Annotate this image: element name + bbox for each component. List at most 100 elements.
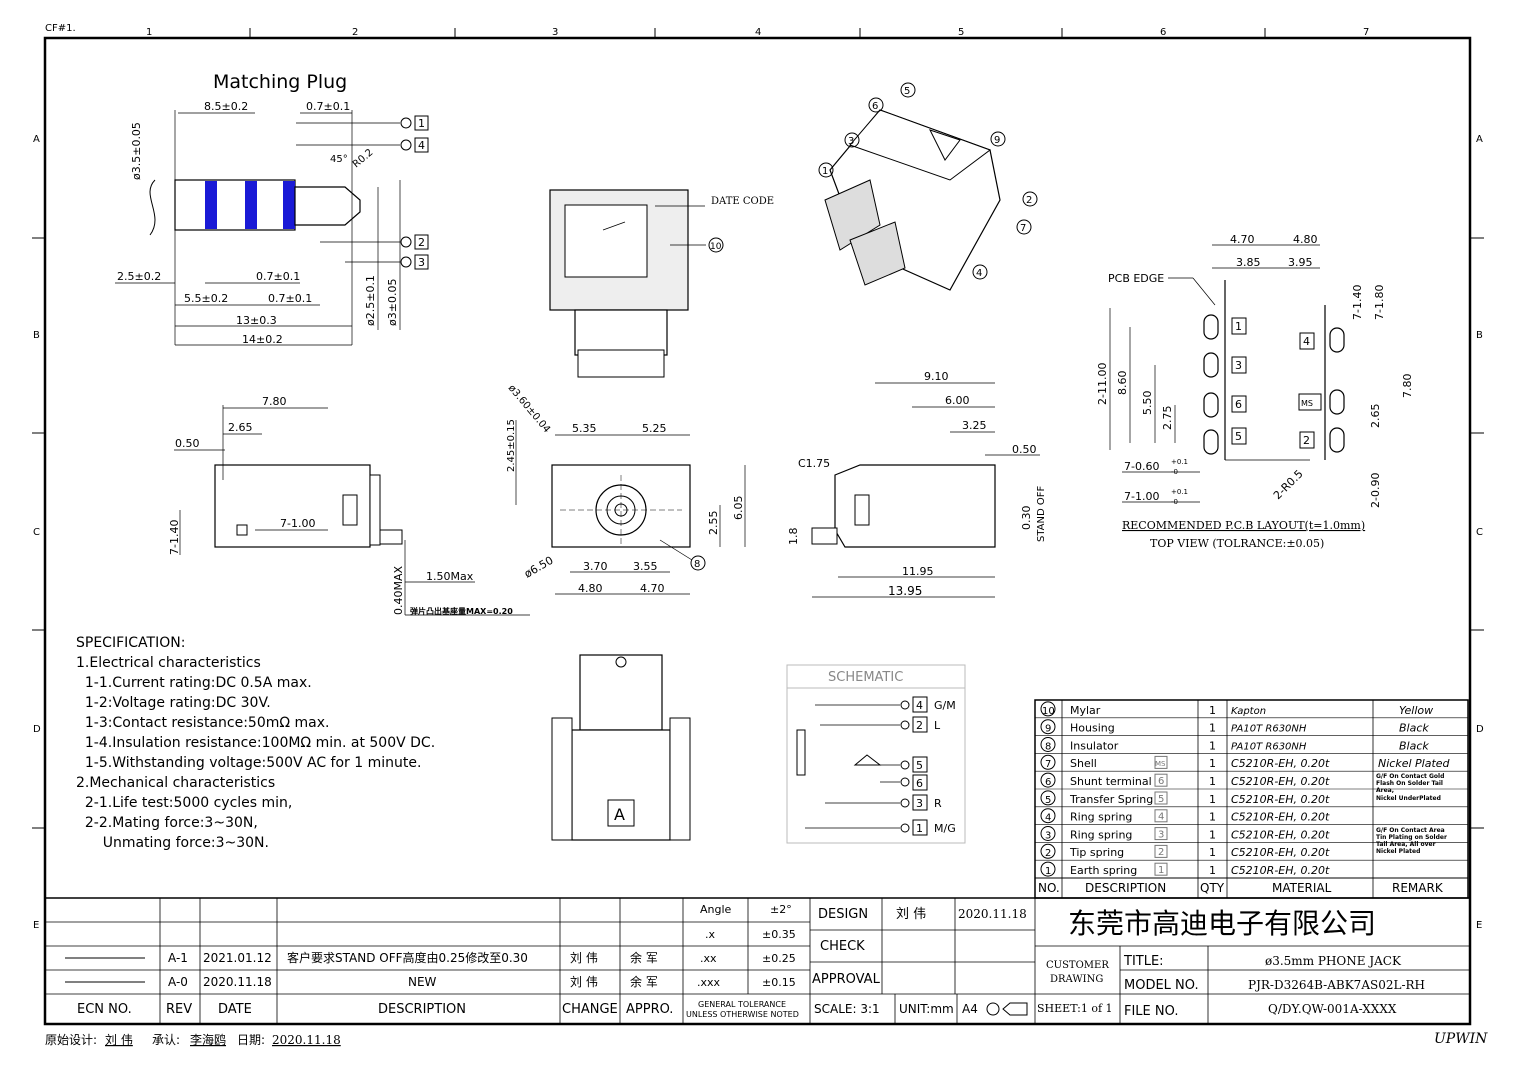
specification: SPECIFICATION: 1.Electrical characterist… xyxy=(76,635,435,851)
pin-label: 2 xyxy=(1303,434,1310,447)
schematic-pin-label: M/G xyxy=(934,822,956,835)
dim-label: 4.70 xyxy=(640,582,665,595)
customer-drawing: DRAWING xyxy=(1050,974,1103,985)
bom-tag-box xyxy=(1154,773,1168,787)
dim-label: ø6.50 xyxy=(522,554,556,581)
dim-label: 2.65 xyxy=(228,421,253,434)
callout-number: 9 xyxy=(994,135,1000,146)
dim-label: 0.7±0.1 xyxy=(256,270,300,283)
bom-material: PA10T R630NH xyxy=(1231,741,1307,752)
callout-number: 8 xyxy=(694,559,700,570)
bom-tag-box xyxy=(1154,791,1168,805)
dim-label: 1.50Max xyxy=(426,570,474,583)
col-label: 5 xyxy=(958,27,964,38)
bom-description: Ring spring xyxy=(1070,811,1132,824)
bom-qty: 1 xyxy=(1209,739,1216,752)
design-name: 刘 伟 xyxy=(896,907,926,922)
bom-no: 2 xyxy=(1045,848,1051,859)
brand-mark: UPWIN xyxy=(1434,1031,1488,1047)
tol-key: .xxx xyxy=(697,976,721,989)
dim-label: 14±0.2 xyxy=(242,333,283,346)
pcb-holes xyxy=(1203,314,1345,455)
callout-number: 5 xyxy=(904,86,910,97)
tol-footer: GENERAL TOLERANCE xyxy=(698,1000,786,1009)
bom-description: Shunt terminal xyxy=(1070,775,1152,788)
dim-label: 7-1.00 xyxy=(1124,490,1159,503)
rev-appro: 余 军 xyxy=(630,974,658,989)
bom-tag: 1 xyxy=(1158,865,1164,876)
pin-label: 5 xyxy=(1235,430,1242,443)
remark-note-line: Area, xyxy=(1376,787,1394,794)
schematic-pin-num: 5 xyxy=(916,759,923,772)
pcb-caption-sub: TOP VIEW (TOLRANCE:±0.05) xyxy=(1150,537,1324,550)
dim-label: 3.25 xyxy=(962,419,987,432)
title-label: TITLE: xyxy=(1123,954,1164,969)
rev-change: 刘 伟 xyxy=(570,951,598,965)
dim-label: 5.25 xyxy=(642,422,667,435)
isometric-view: 6 5 3 9 1 2 7 4 xyxy=(818,82,1038,291)
sheet-info: SHEET:1 of 1 xyxy=(1037,1002,1113,1015)
col-label: 6 xyxy=(1160,27,1166,38)
bom-qty: 1 xyxy=(1209,864,1216,877)
spec-line: 2-2.Mating force:3~30N, xyxy=(76,815,258,831)
dim-label: 2-11.00 xyxy=(1096,363,1109,405)
bom-no-circle xyxy=(1040,701,1056,717)
bom-qty: 1 xyxy=(1209,828,1216,841)
bom-qty: 1 xyxy=(1209,811,1216,824)
dim-label: 0.40MAX xyxy=(392,565,405,615)
designer-name: 刘 伟 xyxy=(105,1033,133,1047)
dim-label: 0.50 xyxy=(175,437,200,450)
dim-label: 7-1.40 xyxy=(1351,285,1364,320)
dim-label: 2.55 xyxy=(707,511,720,536)
schematic-pin-num: 4 xyxy=(916,699,923,712)
bom-no: 6 xyxy=(1045,777,1051,788)
design-label: DESIGN xyxy=(818,907,868,922)
col-label: 2 xyxy=(352,27,358,38)
design-date: 2020.11.18 xyxy=(958,907,1027,921)
approver-name: 李海鸥 xyxy=(190,1032,226,1047)
title-value: ø3.5mm PHONE JACK xyxy=(1265,954,1402,968)
scale: SCALE: 3:1 xyxy=(814,1002,880,1016)
dim-label: 4.70 xyxy=(1230,233,1255,246)
bom-no: 7 xyxy=(1045,759,1051,770)
callout-number: 10 xyxy=(710,242,722,252)
bom-header-remark: REMARK xyxy=(1392,881,1444,895)
tol-val: ±0.35 xyxy=(762,928,796,941)
schematic-pin-num: 3 xyxy=(916,797,923,810)
row-label: D xyxy=(33,724,41,735)
rev-date: 2020.11.18 xyxy=(203,975,272,989)
iso-callouts: 6 5 3 9 1 2 7 4 xyxy=(818,82,1038,280)
bom-tag: 2 xyxy=(1158,847,1164,858)
bom-no: 10 xyxy=(1042,706,1055,717)
dim-label: 8.5±0.2 xyxy=(204,100,248,113)
row-label: E xyxy=(33,920,39,931)
dim-label: 2.5±0.2 xyxy=(117,270,161,283)
dim-label: 7-1.00 xyxy=(280,517,315,530)
bom-material: C5210R-EH, 0.20t xyxy=(1231,828,1330,841)
remark-note-line: Flash On Solder Tail xyxy=(1376,780,1443,787)
date-code-label: DATE CODE xyxy=(711,196,774,207)
dim-label: C1.75 xyxy=(798,457,830,470)
side-note: 弹片凸出基座量MAX=0.20 xyxy=(410,606,513,616)
pcb-layout-view: PCB EDGE 4.70 4.80 3.85 3.95 1 3 6 5 4 M… xyxy=(1096,233,1414,550)
spec-line: Unmating force:3~30N. xyxy=(76,835,269,851)
dim-label: R0.2 xyxy=(351,147,376,170)
dim-label: 7-1.40 xyxy=(168,520,181,555)
dim-label: 7.80 xyxy=(262,395,287,408)
bom-no-circle xyxy=(1040,826,1056,841)
bom-no: 9 xyxy=(1045,724,1051,735)
dim-label: 9.10 xyxy=(924,370,949,383)
bom-qty: 1 xyxy=(1209,775,1216,788)
pin-label: 1 xyxy=(1235,320,1242,333)
tol-val: ±0.25 xyxy=(762,952,796,965)
dim-tolerance: +0.1 xyxy=(1171,458,1188,466)
rev-cell: A-0 xyxy=(168,975,188,989)
approval-label: APPROVAL xyxy=(812,972,881,987)
bom-no: 4 xyxy=(1045,813,1051,824)
schematic-pins: 4 G/M 2 L 5 6 3 R 1 M/G xyxy=(900,696,956,836)
bom-tag: MS xyxy=(1155,760,1166,768)
file-label: FILE NO. xyxy=(1124,1004,1178,1019)
bom-material: C5210R-EH, 0.20t xyxy=(1231,793,1330,806)
row-label: C xyxy=(33,527,40,538)
